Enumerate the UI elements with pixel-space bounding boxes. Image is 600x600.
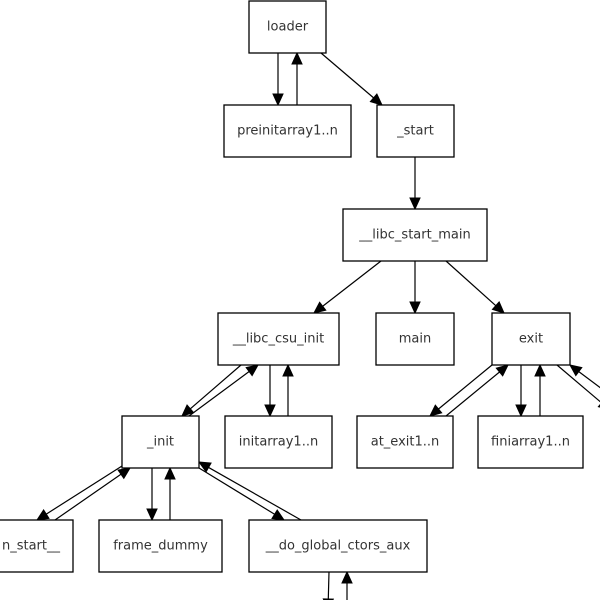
arrowhead-icon — [429, 404, 443, 417]
arrowhead-icon — [146, 508, 158, 522]
node-main[interactable]: main — [375, 312, 455, 366]
edge-init-to-frame-dummy — [146, 468, 158, 522]
arrowhead-icon — [291, 51, 303, 65]
arrowhead-icon — [409, 197, 421, 211]
edges-layer — [35, 51, 600, 600]
arrowhead-icon — [264, 404, 276, 418]
edge-line — [445, 371, 500, 417]
node-label-gmon-start: n_start__ — [2, 539, 61, 554]
node-libc-csu-init[interactable]: __libc_csu_init — [217, 312, 340, 366]
node-gmon-start[interactable]: n_start__ — [0, 519, 74, 573]
edge-exit-to-at-exit — [429, 364, 493, 417]
edge-libc-start-main-to-libc-csu-init — [313, 260, 382, 314]
edge-line — [198, 467, 275, 515]
node-label-preinitarray: preinitarray1..n — [237, 124, 338, 139]
edge-offscreen-right-to-exit — [569, 364, 600, 389]
edge-loader-to-preinitarray — [272, 53, 284, 107]
edge-exit-to-finiarray — [515, 365, 527, 418]
arrowhead-icon — [569, 364, 583, 377]
edge-preinitarray-to-loader — [291, 51, 303, 105]
edge-line — [189, 364, 242, 410]
edge-do-global-ctors-aux-to-init — [197, 461, 302, 521]
node-finiarray[interactable]: finiarray1..n — [477, 415, 584, 469]
edge-libc-csu-init-to-initarray — [264, 365, 276, 418]
arrowhead-icon — [491, 301, 505, 314]
edge-line — [438, 364, 493, 410]
edge-offscreen-bottom-to-do-global-ctors-aux — [341, 570, 353, 600]
node-label-finiarray: finiarray1..n — [491, 435, 570, 450]
nodes-layer: loader preinitarray1..n _start __libc_st… — [0, 0, 584, 573]
arrowhead-icon — [409, 301, 421, 315]
edge-line — [208, 466, 302, 521]
node-label-libc-start-main: __libc_start_main — [358, 228, 470, 243]
node-label-do-global-ctors-aux: __do_global_ctors_aux — [265, 539, 411, 554]
node-frame-dummy[interactable]: frame_dummy — [98, 519, 223, 573]
arrowhead-icon — [313, 301, 327, 314]
edge-start-to-libc-start-main — [409, 157, 421, 211]
node-label-loader: loader — [267, 20, 309, 35]
node-label-initarray: initarray1..n — [239, 435, 318, 450]
edge-line — [445, 260, 497, 307]
arrowhead-icon — [181, 404, 195, 417]
arrowhead-icon — [271, 509, 286, 521]
edge-finiarray-to-exit — [534, 363, 546, 416]
edge-frame-dummy-to-init — [164, 466, 176, 520]
node-label-exit: exit — [519, 332, 543, 347]
arrowhead-icon — [272, 93, 284, 107]
node-initarray[interactable]: initarray1..n — [224, 415, 333, 469]
node-libc-start-main[interactable]: __libc_start_main — [342, 208, 488, 262]
node-label-main: main — [399, 332, 431, 347]
arrowhead-icon — [515, 404, 527, 418]
edge-init-to-libc-csu-init — [188, 364, 259, 417]
arrowhead-icon — [282, 363, 294, 377]
edge-line — [578, 371, 600, 389]
edge-line — [556, 364, 600, 403]
arrowhead-icon — [117, 467, 131, 480]
arrowhead-icon — [495, 364, 509, 377]
node-loader[interactable]: loader — [248, 0, 327, 54]
edge-loader-to-start — [320, 52, 383, 106]
node-init[interactable]: _init — [121, 415, 200, 469]
edge-libc-csu-init-to-init — [181, 364, 242, 417]
edge-line — [320, 52, 375, 99]
arrowhead-icon — [341, 570, 353, 584]
edge-do-global-ctors-aux-to-offscreen-bottom — [322, 571, 335, 600]
arrowhead-icon — [245, 364, 259, 377]
edge-initarray-to-libc-csu-init — [282, 363, 294, 416]
edge-line — [327, 571, 330, 600]
edge-line — [54, 473, 122, 521]
node-label-init: _init — [146, 435, 174, 450]
arrowhead-icon — [369, 93, 383, 106]
node-label-frame-dummy: frame_dummy — [113, 539, 208, 554]
node-start[interactable]: _start — [376, 104, 455, 158]
node-preinitarray[interactable]: preinitarray1..n — [223, 104, 352, 158]
edge-libc-start-main-to-main — [409, 261, 421, 315]
edge-line — [188, 371, 250, 417]
node-label-at-exit: at_exit1..n — [371, 435, 440, 450]
arrowhead-icon — [534, 363, 546, 377]
arrowhead-icon — [35, 508, 50, 521]
edge-init-to-do-global-ctors-aux — [198, 467, 286, 521]
arrowhead-icon — [197, 461, 212, 473]
edge-line — [322, 260, 382, 307]
edge-gmon-start-to-init — [54, 467, 131, 521]
node-at-exit[interactable]: at_exit1..n — [356, 415, 454, 469]
edge-line — [45, 465, 123, 515]
edge-libc-start-main-to-exit — [445, 260, 505, 314]
node-exit[interactable]: exit — [491, 312, 571, 366]
arrowhead-icon — [164, 466, 176, 480]
node-label-start: _start — [396, 124, 434, 139]
node-do-global-ctors-aux[interactable]: __do_global_ctors_aux — [248, 519, 428, 573]
node-label-libc-csu-init: __libc_csu_init — [232, 332, 324, 347]
edge-init-to-gmon-start — [35, 465, 123, 521]
edge-at-exit-to-exit — [445, 364, 509, 417]
